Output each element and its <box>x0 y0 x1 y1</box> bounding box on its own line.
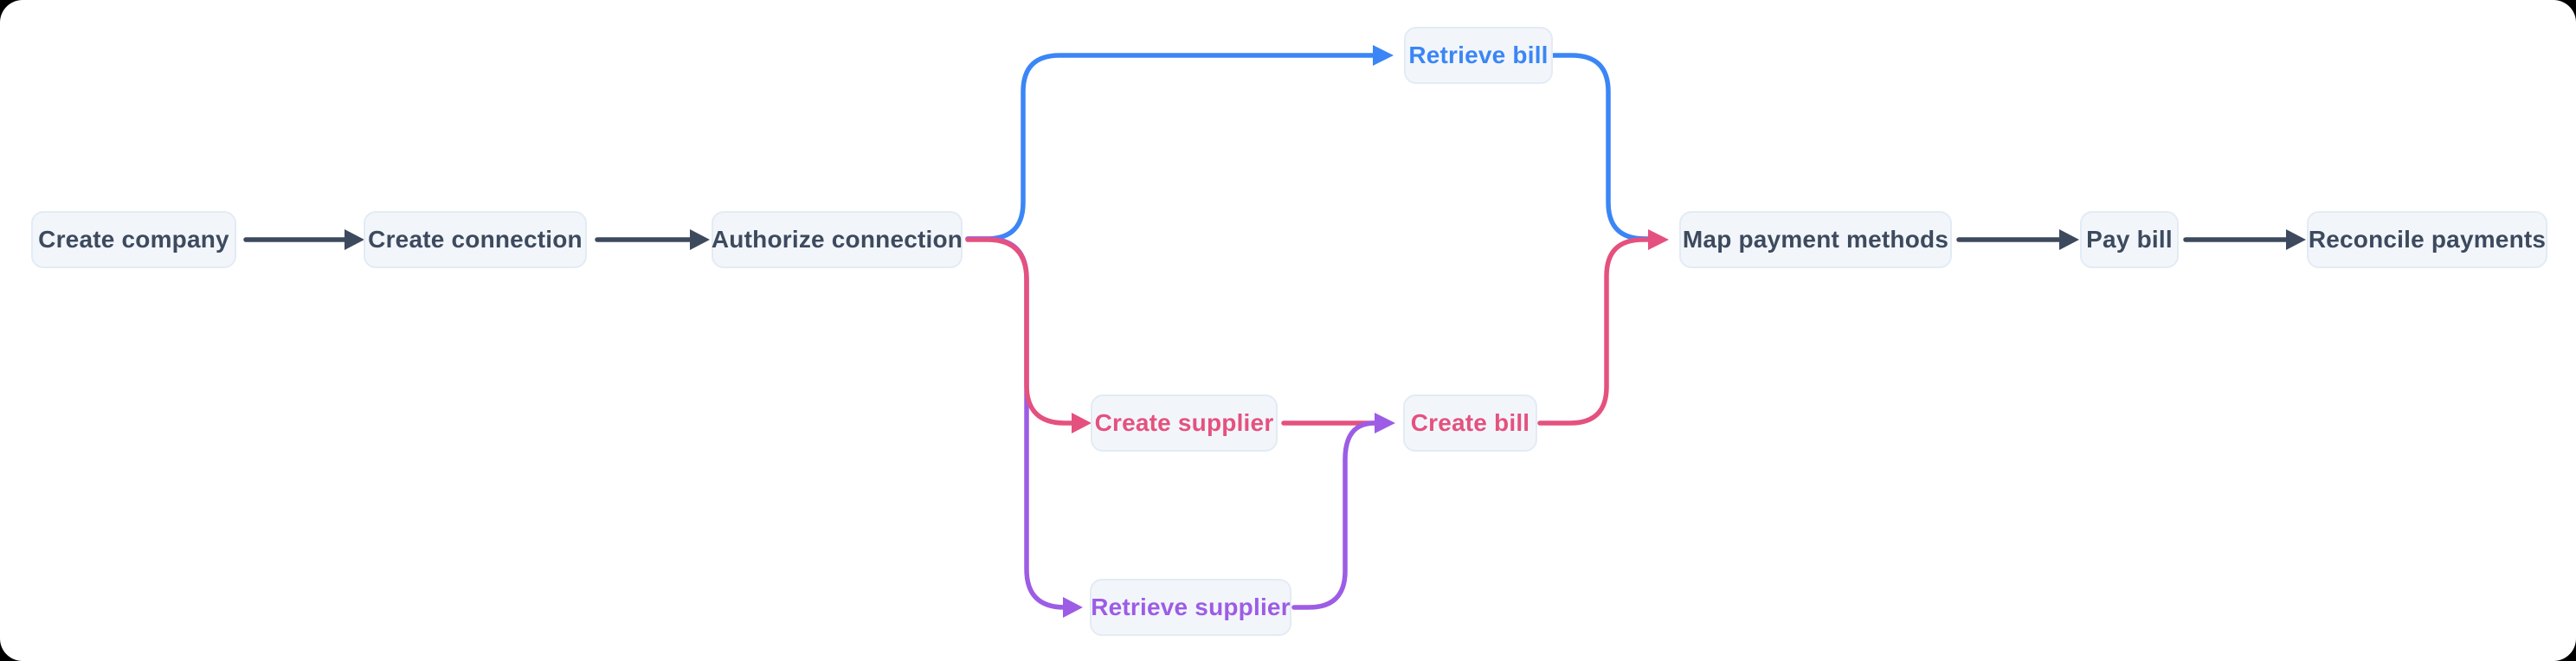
node-create-supplier: Create supplier <box>1091 395 1278 452</box>
edge-create-connection-to-authorize-connection <box>595 229 710 250</box>
node-create-company-label: Create company <box>38 226 229 253</box>
edge-map-payment-methods-to-pay-bill <box>1956 229 2079 250</box>
node-pay-bill: Pay bill <box>2080 211 2179 268</box>
edge-authorize-connection-to-create-supplier <box>965 237 1092 433</box>
edge-authorize-connection-to-retrieve-bill <box>965 45 1394 241</box>
node-retrieve-bill: Retrieve bill <box>1404 27 1553 84</box>
edge-create-bill-to-map-payment-methods <box>1537 229 1669 426</box>
node-create-connection-label: Create connection <box>368 226 583 253</box>
node-create-company: Create company <box>31 211 236 268</box>
node-pay-bill-label: Pay bill <box>2086 226 2173 253</box>
node-retrieve-bill-label: Retrieve bill <box>1408 42 1549 68</box>
node-map-payment-methods-label: Map payment methods <box>1682 226 1949 253</box>
edge-create-company-to-create-connection <box>243 229 364 250</box>
edge-pay-bill-to-reconcile-payments <box>2183 229 2306 250</box>
node-reconcile-payments-label: Reconcile payments <box>2308 226 2547 253</box>
node-create-bill-label: Create bill <box>1410 409 1530 436</box>
edge-retrieve-supplier-to-create-bill <box>1291 413 1395 610</box>
node-map-payment-methods: Map payment methods <box>1679 211 1952 268</box>
edge-retrieve-bill-to-map-payment-methods <box>1550 53 1654 241</box>
node-reconcile-payments: Reconcile payments <box>2307 211 2547 268</box>
node-authorize-connection-label: Authorize connection <box>711 226 963 253</box>
node-create-supplier-label: Create supplier <box>1094 409 1274 436</box>
node-retrieve-supplier: Retrieve supplier <box>1090 579 1291 636</box>
node-create-bill: Create bill <box>1403 395 1537 452</box>
node-create-connection: Create connection <box>364 211 587 268</box>
node-authorize-connection: Authorize connection <box>712 211 963 268</box>
node-retrieve-supplier-label: Retrieve supplier <box>1091 594 1291 620</box>
